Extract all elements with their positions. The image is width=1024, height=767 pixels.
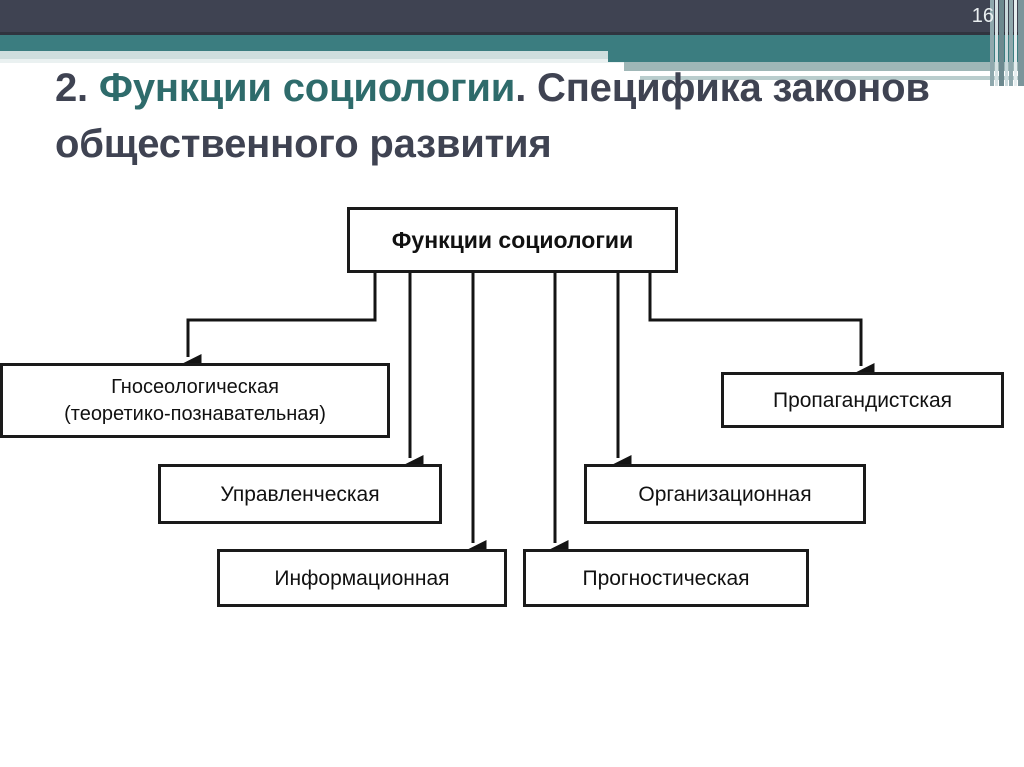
banner-right-stripes <box>990 0 1024 86</box>
node-propagandist-label: Пропагандистская <box>772 388 953 412</box>
page-title: 2. Функции социологии. Специфика законов… <box>55 60 975 172</box>
banner-pale-band-thin <box>0 59 1024 63</box>
connector-root-to-gnoseological <box>174 273 377 381</box>
banner-teal-band <box>0 35 1024 51</box>
banner-pale-band <box>0 51 1024 59</box>
node-prognostic[interactable]: Прогностическая <box>523 549 809 607</box>
title-accent: Функции социологии <box>98 66 516 110</box>
node-managerial[interactable]: Управленческая <box>158 464 442 524</box>
node-gnoseological-line2: (теоретико-познавательная) <box>64 402 326 425</box>
node-managerial-label: Управленческая <box>220 482 380 506</box>
banner-right-teal-extension <box>608 51 1024 62</box>
page-number: 16 <box>971 5 994 27</box>
node-gnoseological[interactable]: Гносеологическая (теоретико-познавательн… <box>0 363 390 438</box>
banner-right-grey-extension <box>624 62 1024 71</box>
banner-right-grey-underline <box>640 76 1024 80</box>
node-prognostic-label: Прогностическая <box>582 566 750 590</box>
node-gnoseological-line1: Гносеологическая <box>111 375 279 398</box>
node-organizational-label: Организационная <box>638 482 812 506</box>
node-propagandist[interactable]: Пропагандистская <box>721 372 1004 428</box>
node-organizational[interactable]: Организационная <box>584 464 866 524</box>
node-informational-label: Информационная <box>274 566 450 590</box>
connector-root-to-propagandist <box>648 273 875 390</box>
node-root-label: Функции социологии <box>391 226 634 253</box>
banner-right-white-gap <box>640 71 1024 76</box>
title-prefix: 2. <box>55 66 99 110</box>
banner-dark-band <box>0 0 1024 32</box>
node-informational[interactable]: Информационная <box>217 549 507 607</box>
node-root[interactable]: Функции социологии <box>347 207 678 273</box>
title-suffix: . Специфика законов общественного развит… <box>55 66 930 166</box>
banner-dark-edge <box>0 32 1024 35</box>
node-gnoseological-label: Гносеологическая (теоретико-познавательн… <box>64 374 326 428</box>
